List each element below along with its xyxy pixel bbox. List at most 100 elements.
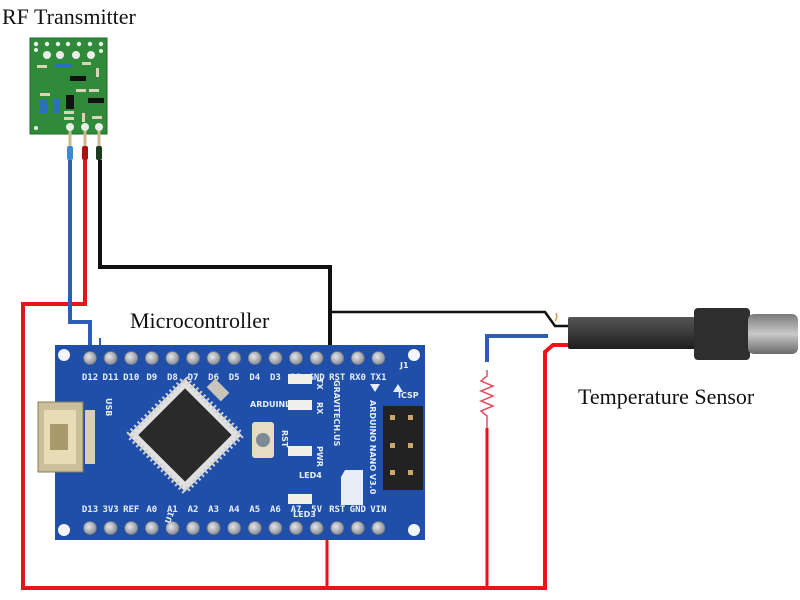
wires [21,160,570,590]
atmega-chip [124,374,246,496]
top-pin-label: D6 [208,373,219,383]
top-pin-d8 [165,351,180,365]
sensor-cable [568,317,698,349]
reset-button[interactable] [252,422,274,458]
top-pin-rx0 [350,351,365,365]
maker-silkscreen: GRAVITECH.US [332,380,341,447]
top-pin-d5 [227,351,242,365]
gravitech-logo [341,470,363,505]
bottom-pin-label: A1 [167,505,178,515]
pwr-silkscreen: PWR [315,446,324,467]
chip-label: U1 [163,510,176,525]
top-pin-label: D7 [188,373,199,383]
bottom-pin-ref [124,521,139,535]
bottom-pin-label: D13 [82,505,98,515]
sensor-probe-tip [748,314,798,354]
top-pin-d10 [124,351,139,365]
bottom-pin-label: A7 [291,505,302,515]
data-wire-rf [68,160,92,355]
j1-silkscreen: J1 [399,361,409,370]
crystal [206,378,230,402]
top-pin-d4 [247,351,262,365]
icsp-silkscreen: ICSP [398,391,419,400]
bottom-pin-a0 [144,521,159,535]
top-pin-gnd [309,351,324,365]
bottom-pin-gnd [350,521,365,535]
bottom-pin-label: 3V3 [102,505,118,515]
bottom-pin-a5 [247,521,262,535]
top-pin-d11 [103,351,118,365]
ledc-silkscreen: ARDUINLEDC [250,400,308,409]
bottom-pin-label: RST [329,505,346,515]
bottom-pin-row [83,521,386,535]
rst-silkscreen: RST [280,430,289,448]
rf-transmitter-label: RF Transmitter [2,4,136,29]
bottom-pin-a6 [268,521,283,535]
rx-silkscreen: RX [315,402,324,415]
bottom-pin-label: 5V [311,505,322,515]
top-pin-label: D3 [270,373,281,383]
bottom-pin-a4 [227,521,242,535]
board-name-silkscreen: ARDUINO NANO V3.0 [368,400,377,495]
pullup-resistor [479,370,495,428]
top-pin-tx1 [371,351,386,365]
arduino-nano-board: D12D11D10D9D8D7D6D5D4D3D2GNDRSTRX0TX1 D1… [37,345,425,540]
usb-silkscreen: USB [104,398,113,416]
bottom-pin-a7 [289,521,303,535]
top-pin-label: RST [329,373,346,383]
top-pin-label: D11 [102,373,118,383]
bottom-pin-3v3 [103,521,118,535]
top-pin-d3 [268,351,283,365]
top-pin-label: D5 [229,373,240,383]
sensor-sleeve [694,308,750,360]
top-pin-label: D8 [167,373,178,383]
gnd-wire-rf [98,160,332,360]
bottom-pin-label: A5 [249,505,260,515]
bottom-pin-label: A2 [188,505,199,515]
tx-arrow-icon [393,384,403,392]
bottom-pin-label: GND [350,505,367,515]
bottom-pin-label: A0 [146,505,157,515]
bottom-pin-rst [330,521,345,535]
bottom-pin-5v [309,521,324,535]
top-pin-rst [330,351,345,365]
top-pin-d12 [83,351,97,365]
board-pcb [55,345,425,540]
gnd-wire-sensor [330,310,570,328]
top-pin-label: D10 [123,373,139,383]
bottom-pin-vin [371,521,386,535]
bottom-pin-label: A3 [208,505,219,515]
usb-connector [37,401,95,473]
rf-transmitter-module [29,37,108,160]
vcc-wire-rf [21,160,568,590]
top-pin-label: GND [308,373,325,383]
temperature-sensor [554,308,798,360]
top-pin-label: D4 [249,373,260,383]
top-pin-d6 [206,351,221,365]
bottom-pin-label: REF [123,505,139,515]
temperature-sensor-label: Temperature Sensor [578,384,755,409]
led3-silkscreen: LED3 [293,510,316,519]
bottom-pin-a1 [165,521,180,535]
top-pin-label: TX1 [370,373,386,383]
top-pin-label: RX0 [350,373,366,383]
microcontroller-label: Microcontroller [130,308,270,333]
bottom-pin-d13 [83,521,97,535]
top-pin-d2 [289,351,303,365]
top-pin-label: D9 [146,373,157,383]
tx-silkscreen: TX [315,378,324,390]
bottom-pin-label: VIN [370,505,386,515]
rf-header-holes [33,41,104,130]
bottom-pin-label: A4 [229,505,240,515]
data-wire-sensor [485,334,548,362]
bottom-pin-label: A6 [270,505,281,515]
bottom-pin-a2 [186,521,200,535]
bottom-pin-a3 [206,521,221,535]
top-pin-d7 [186,351,200,365]
rx-arrow-icon [370,384,380,392]
led4-silkscreen: LED4 [299,471,322,480]
icsp-header [383,406,423,490]
top-pin-label: D12 [82,373,98,383]
